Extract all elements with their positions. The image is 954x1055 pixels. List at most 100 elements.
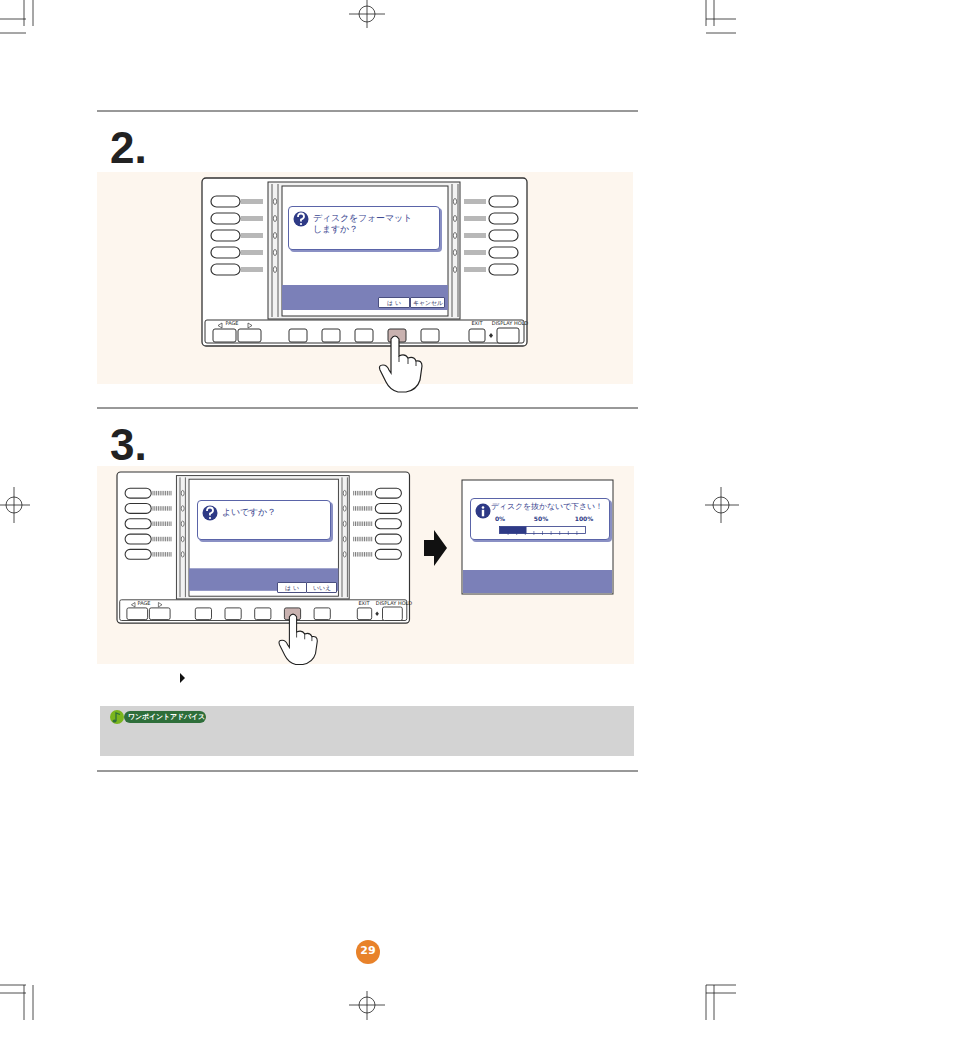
page-button xyxy=(149,608,170,620)
grill-line xyxy=(171,491,172,496)
grill-line xyxy=(483,199,484,204)
side-button xyxy=(211,213,240,224)
grill-line xyxy=(362,537,363,542)
screen-knob xyxy=(453,250,456,256)
link-mark xyxy=(489,333,493,338)
grill-line xyxy=(371,537,372,542)
grill-line xyxy=(366,537,367,542)
grill-line xyxy=(262,199,263,204)
button-caption: PAGE xyxy=(225,321,238,327)
grill-line xyxy=(163,506,164,511)
grill-line xyxy=(252,250,253,255)
icon-glyph xyxy=(209,517,211,519)
grill-line xyxy=(256,216,257,221)
grill-line xyxy=(260,216,261,221)
grill-line xyxy=(360,522,361,527)
grill-line xyxy=(158,491,159,496)
grill-line xyxy=(158,552,159,557)
grill-line xyxy=(355,552,356,557)
grill-line xyxy=(362,506,363,511)
grill-line xyxy=(483,250,484,255)
button-label: は い xyxy=(379,298,409,307)
grill-line xyxy=(471,267,472,272)
page-arrows xyxy=(131,603,162,608)
grill-line xyxy=(353,522,354,527)
grill-line xyxy=(256,250,257,255)
grill-line xyxy=(357,506,358,511)
icon-glyph xyxy=(482,510,484,517)
grill-line xyxy=(465,199,466,204)
grill-line xyxy=(242,233,243,238)
grill-line xyxy=(156,537,157,542)
grill-line xyxy=(162,522,163,527)
grill-line xyxy=(360,552,361,557)
advice-box xyxy=(100,706,634,756)
grill-line xyxy=(153,491,154,496)
grill-line xyxy=(368,506,369,511)
grill-line xyxy=(163,491,164,496)
grill-line xyxy=(471,216,472,221)
grill-line xyxy=(153,522,154,527)
screen-knob xyxy=(181,536,184,541)
progress-tick xyxy=(576,531,577,535)
grill-line xyxy=(465,216,466,221)
grill-line xyxy=(169,552,170,557)
grill-line xyxy=(154,537,155,542)
device-body xyxy=(117,472,410,623)
info-icon xyxy=(475,503,491,519)
link-mark xyxy=(375,612,379,617)
grill-line xyxy=(165,506,166,511)
grill-line xyxy=(258,199,259,204)
screen-knob xyxy=(343,506,346,511)
dialog-text: よいですか？ xyxy=(222,507,324,518)
device-body xyxy=(202,178,527,346)
grill-line xyxy=(362,491,363,496)
icon-disc xyxy=(476,504,491,519)
progress-bar xyxy=(499,526,611,538)
grill-line xyxy=(167,522,168,527)
progress-tick xyxy=(551,531,552,535)
grill-line xyxy=(242,250,243,255)
dialog-text: ディスクを抜かないで下さい！ xyxy=(491,502,605,512)
icon-glyph xyxy=(300,223,302,225)
grill-line xyxy=(359,537,360,542)
hand-outline xyxy=(379,336,422,392)
side-button xyxy=(489,264,518,275)
grill-line xyxy=(260,250,261,255)
bezel-line xyxy=(458,184,459,317)
exit-button xyxy=(357,608,371,620)
grill-line xyxy=(353,552,354,557)
grill-line xyxy=(248,267,249,272)
grill-line xyxy=(165,537,166,542)
grill-line xyxy=(475,233,476,238)
grill-line xyxy=(366,522,367,527)
grill-line xyxy=(366,552,367,557)
grill-line xyxy=(248,199,249,204)
question-icon xyxy=(293,211,309,227)
grill-line xyxy=(369,552,370,557)
grill-line xyxy=(246,250,247,255)
control-strip xyxy=(120,600,407,621)
grill-line xyxy=(171,506,172,511)
side-button xyxy=(125,534,151,544)
progress-tick xyxy=(525,531,526,535)
button-caption: DISPLAY HOLD xyxy=(492,321,528,327)
screen-knob xyxy=(181,506,184,511)
note-icon xyxy=(113,720,117,723)
grill-line xyxy=(477,233,478,238)
grill-line xyxy=(248,216,249,221)
button: は い xyxy=(378,297,410,308)
progress-tick xyxy=(559,531,560,535)
grill-line xyxy=(169,522,170,527)
screen-bezel xyxy=(268,182,460,319)
grill-line xyxy=(154,506,155,511)
flow-arrow xyxy=(424,530,447,566)
grill-line xyxy=(158,522,159,527)
pointing-hand xyxy=(379,336,422,392)
grill-line xyxy=(254,216,255,221)
grill-line xyxy=(485,216,486,221)
bezel-line xyxy=(452,184,453,317)
grill-line xyxy=(366,506,367,511)
grill-line xyxy=(260,267,261,272)
grill-line xyxy=(469,267,470,272)
